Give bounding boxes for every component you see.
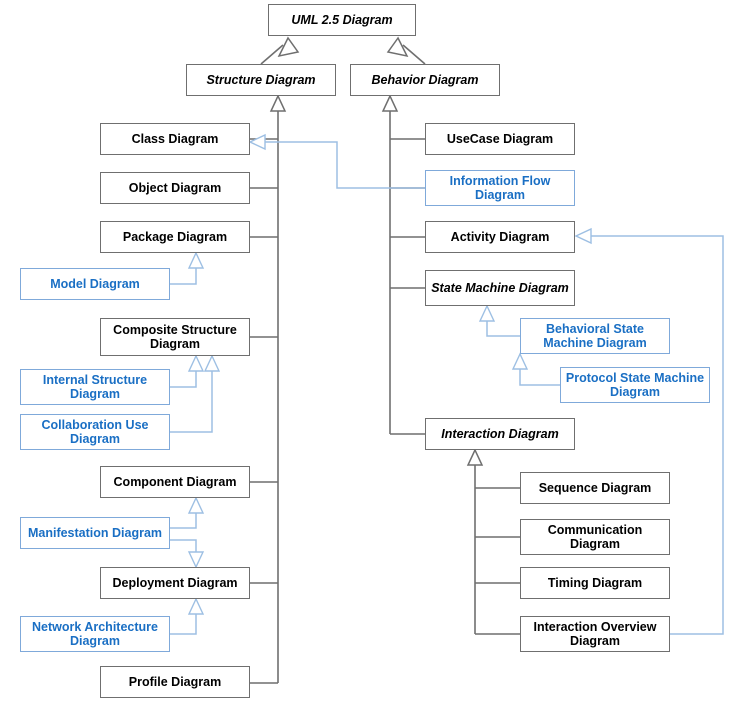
node-interover[interactable]: Interaction Overview Diagram [520, 616, 670, 652]
node-label: Internal Structure Diagram [42, 372, 148, 401]
node-behavior[interactable]: Behavior Diagram [350, 64, 500, 96]
node-label: Manifestation Diagram [27, 525, 163, 540]
node-interaction[interactable]: Interaction Diagram [425, 418, 575, 450]
node-label: Component Diagram [113, 474, 237, 489]
node-label: UseCase Diagram [446, 131, 554, 146]
node-protosm[interactable]: Protocol State Machine Diagram [560, 367, 710, 403]
node-deployment[interactable]: Deployment Diagram [100, 567, 250, 599]
node-statemachine[interactable]: State Machine Diagram [425, 270, 575, 306]
node-activity[interactable]: Activity Diagram [425, 221, 575, 253]
node-label: Object Diagram [128, 180, 222, 195]
blue-arrowheads [187, 133, 592, 615]
black-arrowheads [269, 36, 484, 466]
node-label: Timing Diagram [547, 575, 643, 590]
node-label: Activity Diagram [450, 229, 550, 244]
node-label: UML 2.5 Diagram [291, 12, 393, 27]
node-label: Information Flow Diagram [449, 173, 551, 202]
node-label: Package Diagram [122, 229, 228, 244]
node-object[interactable]: Object Diagram [100, 172, 250, 204]
node-collabuse[interactable]: Collaboration Use Diagram [20, 414, 170, 450]
node-internal[interactable]: Internal Structure Diagram [20, 369, 170, 405]
node-label: Interaction Overview Diagram [533, 619, 657, 648]
node-uml[interactable]: UML 2.5 Diagram [268, 4, 416, 36]
node-label: Sequence Diagram [538, 480, 652, 495]
node-label: Behavior Diagram [371, 72, 479, 87]
node-structure[interactable]: Structure Diagram [186, 64, 336, 96]
node-label: Protocol State Machine Diagram [565, 370, 705, 399]
node-label: Behavioral State Machine Diagram [543, 321, 647, 350]
node-label: Communication Diagram [547, 522, 643, 551]
node-label: Structure Diagram [206, 72, 316, 87]
node-component[interactable]: Component Diagram [100, 466, 250, 498]
node-behavsm[interactable]: Behavioral State Machine Diagram [520, 318, 670, 354]
node-label: Profile Diagram [128, 674, 222, 689]
node-class[interactable]: Class Diagram [100, 123, 250, 155]
node-label: Collaboration Use Diagram [41, 417, 149, 446]
node-communication[interactable]: Communication Diagram [520, 519, 670, 555]
node-label: Interaction Diagram [441, 426, 559, 441]
node-usecase[interactable]: UseCase Diagram [425, 123, 575, 155]
node-sequence[interactable]: Sequence Diagram [520, 472, 670, 504]
node-model[interactable]: Model Diagram [20, 268, 170, 300]
node-composite[interactable]: Composite Structure Diagram [100, 318, 250, 356]
node-profile[interactable]: Profile Diagram [100, 666, 250, 698]
node-manifest[interactable]: Manifestation Diagram [20, 517, 170, 549]
node-timing[interactable]: Timing Diagram [520, 567, 670, 599]
node-network[interactable]: Network Architecture Diagram [20, 616, 170, 652]
node-package[interactable]: Package Diagram [100, 221, 250, 253]
node-label: Deployment Diagram [112, 575, 238, 590]
node-label: Composite Structure Diagram [113, 322, 237, 351]
node-label: Class Diagram [131, 131, 219, 146]
node-infoflow[interactable]: Information Flow Diagram [425, 170, 575, 206]
node-label: State Machine Diagram [431, 280, 569, 295]
node-label: Network Architecture Diagram [32, 619, 158, 648]
node-label: Model Diagram [50, 276, 140, 291]
